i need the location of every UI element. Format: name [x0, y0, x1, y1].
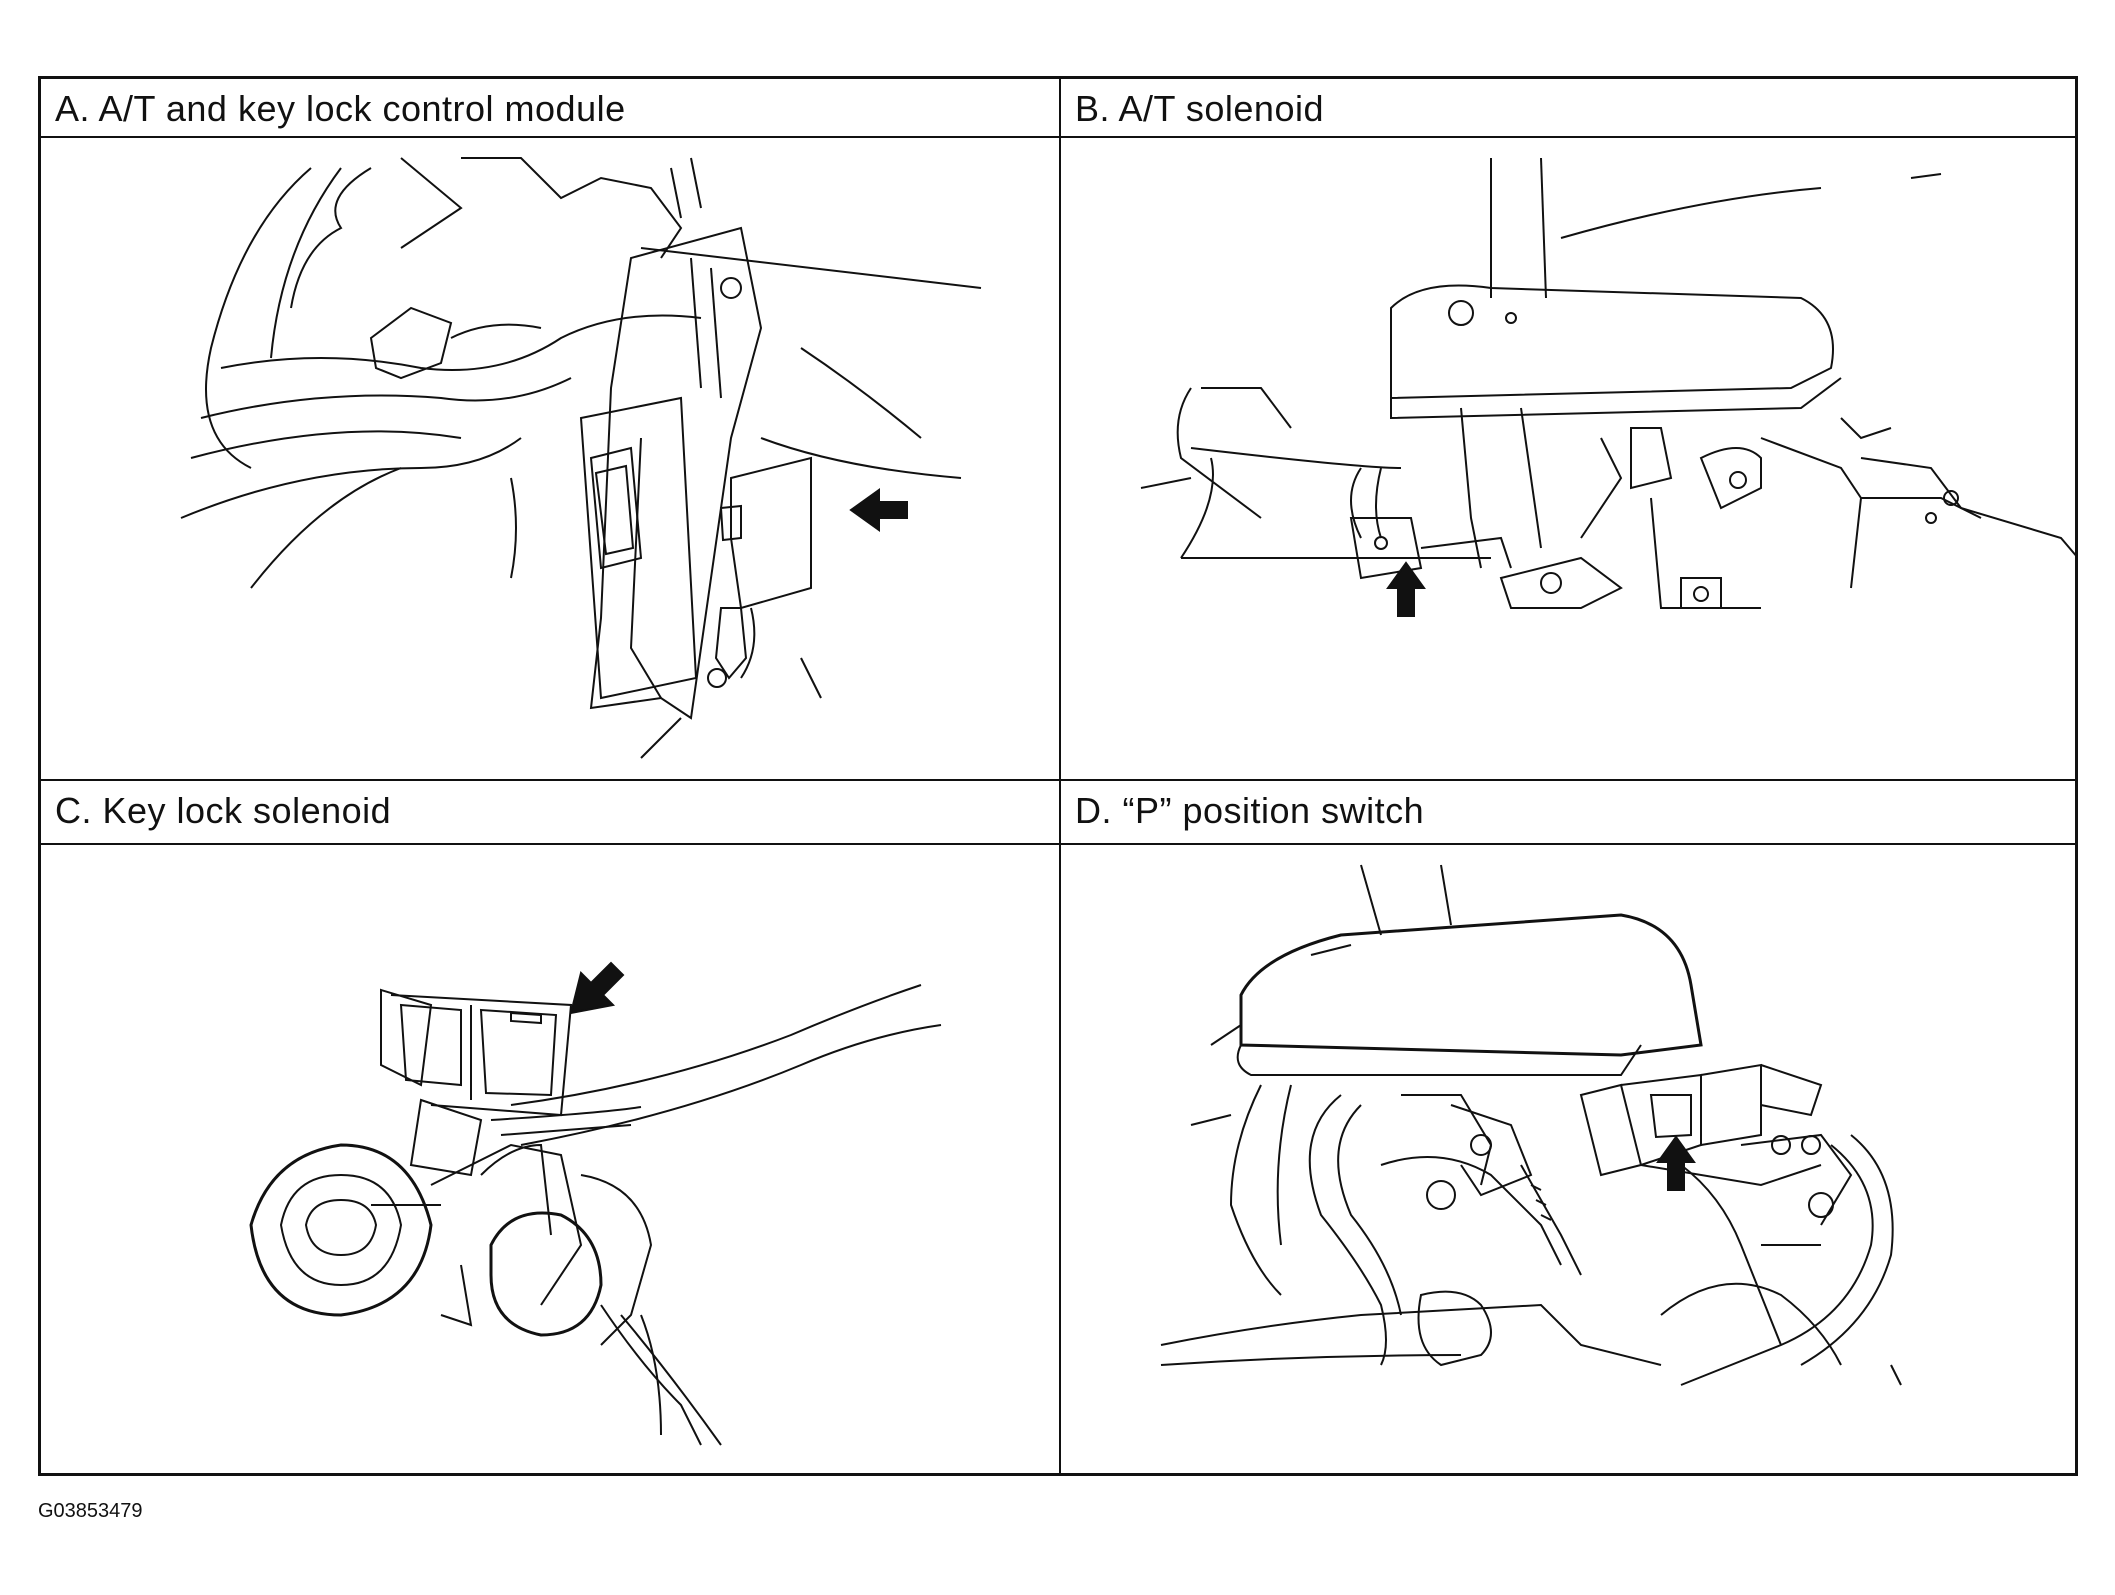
panel-d: D. “P” position switch — [1061, 781, 2078, 1476]
down-left-arrow-icon — [571, 963, 623, 1013]
panel-d-illustration — [1061, 845, 2078, 1476]
header-divider-top — [41, 136, 2075, 138]
up-arrow-icon — [1388, 563, 1424, 616]
figure-id: G03853479 — [38, 1500, 143, 1522]
panel-c: C. Key lock solenoid — [41, 781, 1059, 1476]
diagram-grid: A. A/T and key lock control module — [38, 76, 2078, 1476]
left-arrow-icon — [851, 490, 907, 530]
panel-b-illustration — [1061, 138, 2078, 779]
panel-a-label: A. A/T and key lock control module — [55, 88, 626, 129]
panel-d-label: D. “P” position switch — [1075, 790, 1425, 831]
row-divider — [41, 779, 2075, 781]
up-arrow-icon — [1658, 1137, 1694, 1190]
header-divider-bottom — [41, 843, 2075, 845]
panel-c-label: C. Key lock solenoid — [55, 790, 392, 831]
panel-b-label: B. A/T solenoid — [1075, 88, 1324, 129]
panel-b: B. A/T solenoid — [1061, 79, 2078, 779]
vertical-divider — [1059, 79, 1061, 1473]
panel-a: A. A/T and key lock control module — [41, 79, 1059, 779]
panel-a-illustration — [41, 138, 1059, 779]
panel-c-illustration — [41, 845, 1059, 1476]
